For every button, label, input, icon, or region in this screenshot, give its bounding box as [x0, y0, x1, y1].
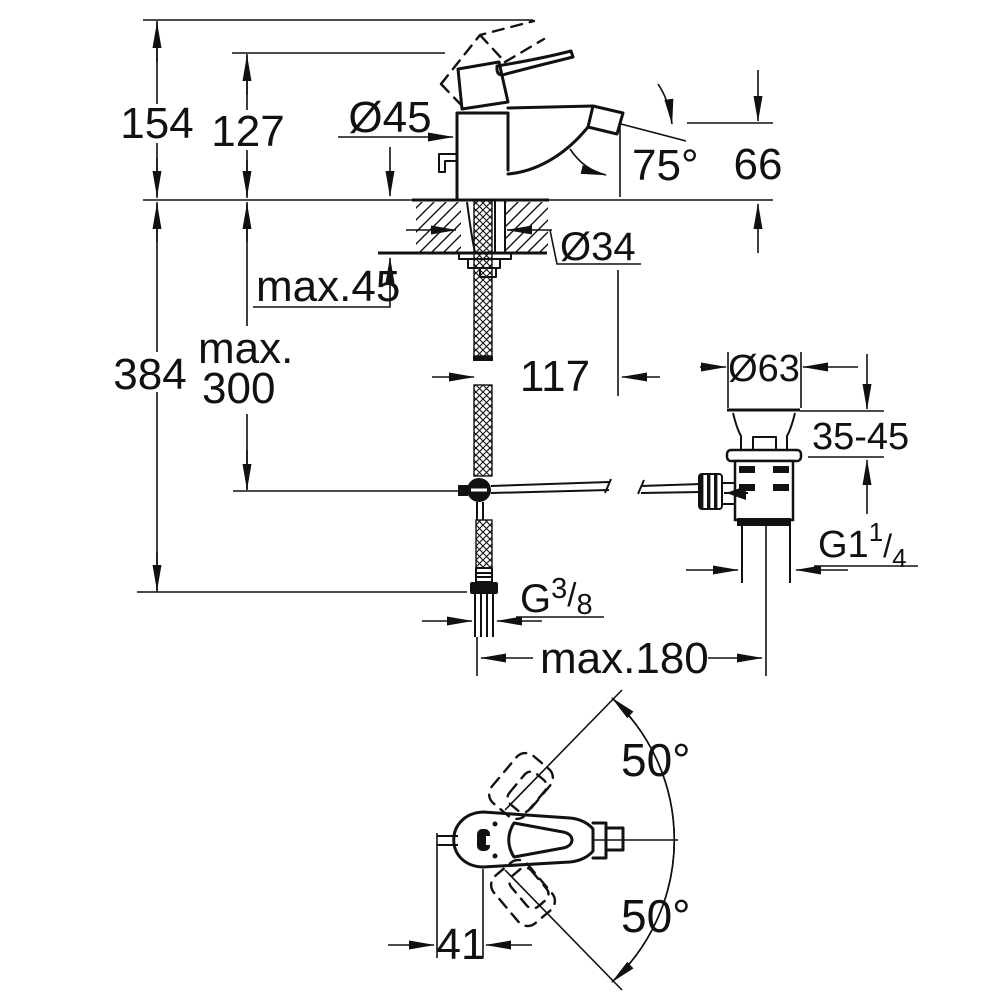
dim-117-label: 117: [520, 352, 590, 401]
reference-lines: [137, 19, 773, 593]
dim-max300-label-2: 300: [202, 364, 275, 413]
max180-label: max.180: [540, 634, 709, 683]
popup-knob-hook: [438, 153, 457, 173]
dim-384-label: 384: [113, 350, 186, 399]
max45-label: max.45: [256, 262, 400, 311]
callout-dia45: Ø45: [338, 93, 454, 197]
dia45-label: Ø45: [348, 93, 431, 142]
faucet-top-outline: [437, 810, 678, 869]
hose-tail: [474, 594, 494, 637]
dimension-154-384: 154 384: [113, 21, 194, 592]
angle-50-top-label: 50°: [621, 734, 691, 786]
dim-127-label: 127: [211, 107, 284, 156]
dimension-66: 66: [687, 70, 782, 253]
dim-154-label: 154: [120, 99, 193, 148]
dimension-117: 117: [432, 270, 660, 401]
dimension-g114: G11/4: [686, 517, 918, 575]
dimension-127-max300: 127 max. 300: [198, 54, 293, 490]
callout-dia34: Ø34: [406, 225, 641, 269]
dimension-max45: max.45: [253, 257, 400, 311]
cartridge-mark: [477, 829, 490, 851]
handle-body: [456, 60, 510, 111]
range-35-45-label: 35-45: [812, 416, 909, 458]
angle-75-label: 75°: [632, 141, 699, 190]
dimension-max180: max.180: [476, 634, 763, 683]
tailpipe: [741, 526, 791, 583]
dia34-label: Ø34: [560, 225, 636, 269]
hose-nut: [470, 582, 498, 594]
top-view: 50° 50° 41: [388, 689, 691, 991]
hose-connector: [475, 567, 493, 583]
rod-adjuster-knob: [698, 473, 723, 510]
dimension-41: 41: [388, 833, 532, 969]
dim-41-label: 41: [437, 920, 486, 969]
handle-alt-position-dashed: [439, 19, 546, 112]
dimension-35-45: 35-45: [800, 354, 909, 514]
annotation-75deg: 75°: [569, 83, 699, 197]
drain-valve: [698, 408, 803, 676]
dia63-label: Ø63: [728, 348, 800, 390]
body-outline: [455, 111, 510, 200]
front-view: 154 384 127 max. 300: [113, 19, 918, 683]
spout-underside: [506, 125, 590, 176]
waste-thread-label: G11/4: [818, 517, 907, 573]
spout-tip-square: [586, 104, 625, 136]
supply-thread-label: G3/8: [520, 573, 593, 621]
dimension-dia63: Ø63: [700, 348, 858, 408]
swivel-arc: 50° 50°: [504, 689, 691, 991]
handle-swivel-positions: [487, 751, 557, 928]
spout-top-edge: [506, 104, 595, 110]
handle-top-outline: [507, 821, 574, 859]
popup-rod: [458, 478, 702, 520]
handle-lever: [495, 49, 575, 77]
supply-hose: [470, 199, 498, 637]
angle-50-bottom-label: 50°: [621, 890, 691, 942]
dimension-g38: G3/8: [422, 573, 604, 626]
dim-max300-label-1: max.: [198, 324, 293, 373]
dim-66-label: 66: [734, 140, 783, 189]
